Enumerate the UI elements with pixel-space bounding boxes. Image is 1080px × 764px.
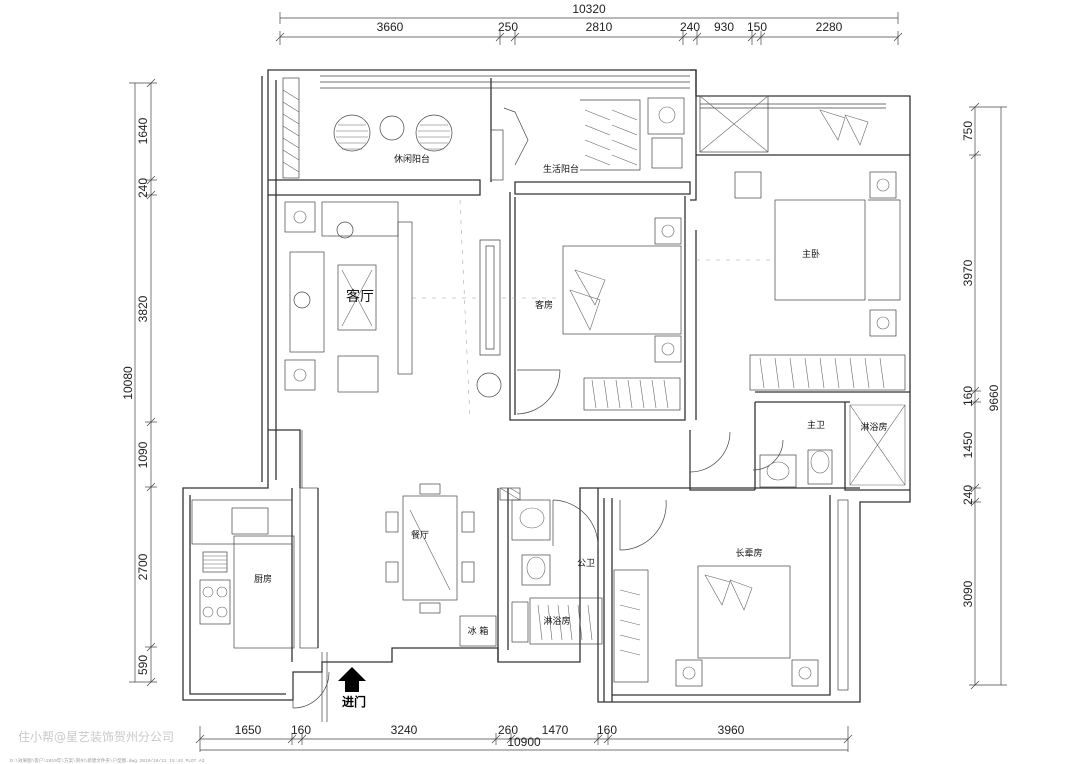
furniture-leisure-balcony xyxy=(333,114,453,152)
dim-left-6: 590 xyxy=(136,655,150,675)
dim-top-2: 250 xyxy=(498,20,518,34)
dim-left-4: 1090 xyxy=(136,441,150,468)
dimension-right: 750 3970 160 1450 240 3090 9660 xyxy=(961,102,1007,690)
dim-top-6: 150 xyxy=(747,20,767,34)
dim-left-3: 3820 xyxy=(136,295,150,322)
label-public-bath: 公卫 xyxy=(577,558,595,569)
watermark: 住小帮@星艺装饰贺州分公司 xyxy=(18,730,174,744)
dim-top-5: 930 xyxy=(714,20,734,34)
dim-right-6: 3090 xyxy=(961,580,975,607)
label-guest-room: 客房 xyxy=(535,299,553,311)
dim-top-3: 2810 xyxy=(586,20,613,34)
dim-bottom-4: 260 xyxy=(498,723,518,737)
dim-bottom-5: 1470 xyxy=(542,723,569,737)
guide-lines xyxy=(412,199,770,421)
dim-left-total: 10080 xyxy=(121,366,135,400)
entrance-arrow-icon xyxy=(338,667,366,692)
dim-right-3: 160 xyxy=(961,386,975,406)
dim-right-4: 1450 xyxy=(961,431,975,458)
dim-top-7: 2280 xyxy=(816,20,843,34)
dim-top-total: 10320 xyxy=(572,2,606,16)
label-living-room: 客厅 xyxy=(346,288,374,305)
furniture-guest-room xyxy=(562,217,682,411)
dim-top-1: 3660 xyxy=(377,20,404,34)
dim-right-1: 750 xyxy=(961,121,975,141)
furniture-master-bedroom xyxy=(734,109,906,391)
dim-bottom-7: 3960 xyxy=(718,723,745,737)
dim-bottom-1: 1650 xyxy=(235,723,262,737)
label-kitchen: 厨房 xyxy=(254,573,272,585)
entrance-label: 进门 xyxy=(342,694,366,709)
dim-bottom-total: 10900 xyxy=(507,735,541,749)
dim-left-5: 2700 xyxy=(136,553,150,580)
label-master-bath: 主卫 xyxy=(807,419,825,431)
label-master-bedroom: 主卧 xyxy=(802,248,820,260)
dim-left-1: 1640 xyxy=(136,117,150,144)
dim-bottom-6: 160 xyxy=(597,723,617,737)
dim-left-2: 240 xyxy=(136,178,150,198)
furniture-elder-room xyxy=(613,565,819,687)
label-shower-master: 淋浴房 xyxy=(860,421,887,433)
label-leisure-balcony: 休闲阳台 xyxy=(394,153,430,165)
dimension-top: 10320 3660 250 2810 240 930 150 2280 xyxy=(275,2,903,45)
furniture-living-room xyxy=(284,201,502,398)
furniture-master-bath xyxy=(759,404,906,488)
label-fridge: 冰 箱 xyxy=(468,625,489,637)
furniture-dining xyxy=(385,483,497,647)
doors xyxy=(292,107,784,722)
label-dining: 餐厅 xyxy=(411,529,429,541)
furniture-service-balcony xyxy=(580,97,685,171)
dim-bottom-2: 160 xyxy=(291,723,311,737)
dim-top-4: 240 xyxy=(680,20,700,34)
dim-bottom-3: 3240 xyxy=(391,723,418,737)
dim-right-2: 3970 xyxy=(961,259,975,286)
dimension-left: 10080 1640 240 3820 1090 2700 590 xyxy=(121,78,157,687)
furniture-kitchen xyxy=(191,499,295,649)
label-service-balcony: 生活阳台 xyxy=(543,163,579,175)
dim-right-5: 240 xyxy=(961,485,975,505)
label-shower-public: 淋浴房 xyxy=(543,615,570,627)
furniture-public-bath xyxy=(511,499,603,645)
dimension-bottom: 1650 160 3240 260 1470 160 3960 10900 xyxy=(195,723,853,752)
label-elder-room: 长辈房 xyxy=(735,547,762,559)
dim-right-total: 9660 xyxy=(987,384,1001,411)
footer-note: D:\效果图\客户\2019年\方案\贺州\新建文件夹\户型图.dwg 2019… xyxy=(10,757,205,764)
